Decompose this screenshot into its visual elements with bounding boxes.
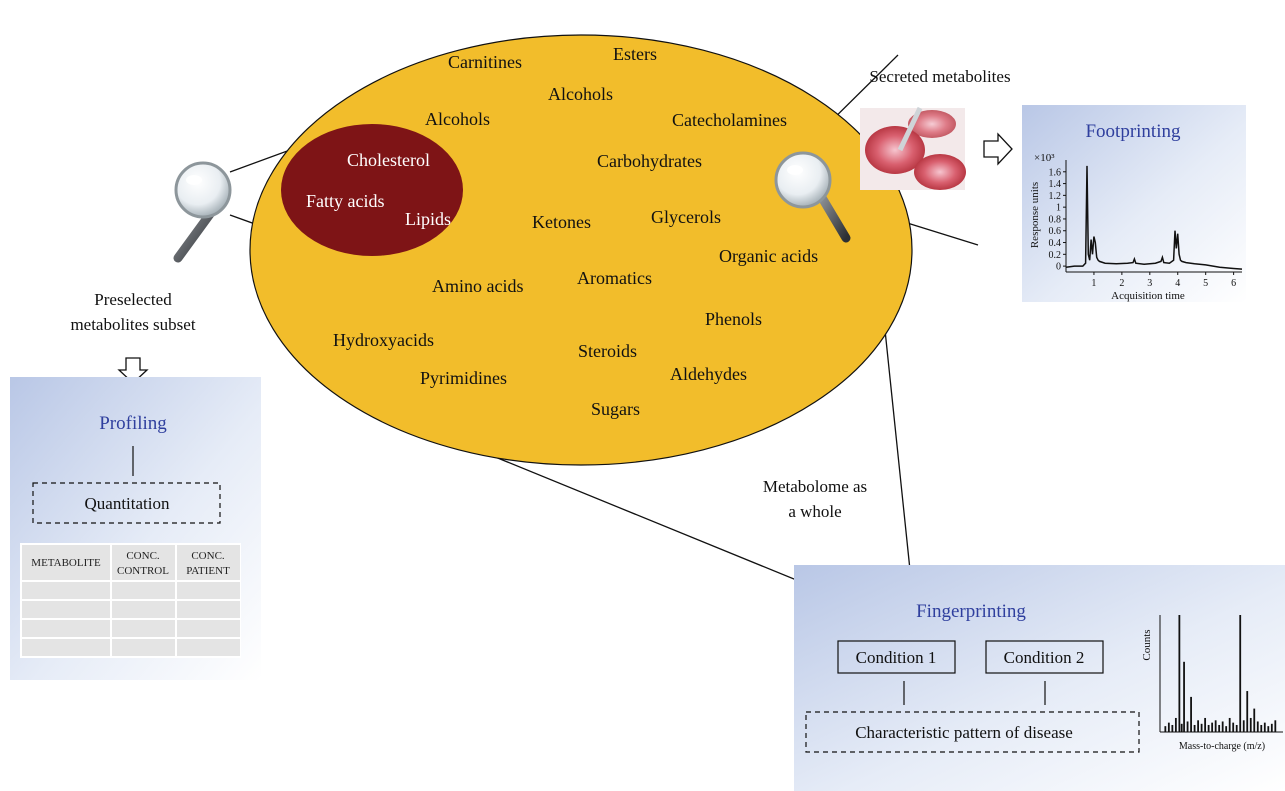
condition-2-box [985,640,1104,674]
free-labels: Secreted metabolites Preselected metabol… [70,67,1010,521]
quantitation-box [32,482,221,524]
y-tick-label: 1.4 [1049,179,1062,190]
table-cell [22,620,110,637]
table-cell [177,620,240,637]
class-label: Carbohydrates [597,151,702,171]
fingerprinting-title: Fingerprinting [916,601,1026,622]
y-tick-label: 0.6 [1049,226,1062,237]
magnifier-right-icon [774,151,851,243]
lipid-label: Fatty acids [306,191,385,211]
class-label: Esters [613,44,657,64]
class-label: Aldehydes [670,364,747,384]
table-cell [177,639,240,656]
condition-1-box [837,640,956,674]
whole-right-line [884,329,911,571]
y-tick-label: 0 [1056,262,1061,273]
preselected-label: metabolites subset [70,315,195,334]
y-multiplier-label: ×10³ [1034,152,1055,164]
lipid-subset-labels: Cholesterol Fatty acids Lipids [306,150,451,229]
class-label: Organic acids [719,246,818,266]
class-label: Amino acids [432,276,524,296]
fingerprint-chart: Counts Mass-to-charge (m/z) [1141,615,1283,752]
class-label: Carnitines [448,52,522,72]
x-tick-label: 5 [1203,278,1208,289]
class-label: Ketones [532,212,591,232]
y-tick-label: 1.6 [1049,167,1062,178]
footprinting-panel: Footprinting ×10³ Response units Acquisi… [1022,105,1246,302]
lipid-label: Lipids [405,209,451,229]
pattern-label: Characteristic pattern of disease [855,723,1073,742]
table-cell [177,582,240,599]
table-cell [112,582,175,599]
class-label: Steroids [578,341,637,361]
table-cell [177,601,240,618]
table-header: CONC. [126,550,160,562]
table-header: CONTROL [117,565,169,577]
metabolite-classes: Carnitines Esters Alcohols Alcohols Cate… [333,44,818,419]
y-tick-label: 0.4 [1049,238,1062,249]
footprinting-title: Footprinting [1085,121,1181,142]
profiling-table: METABOLITE CONC. CONTROL CONC. PATIENT [20,543,241,658]
class-label: Aromatics [577,268,652,288]
y-tick-label: 1 [1056,203,1061,214]
arrow-down-icon [117,357,149,384]
x-axis-label: Acquisition time [1111,290,1185,302]
class-label: Alcohols [548,84,613,104]
arrow-right-icon [983,132,1013,166]
y-axis-label: Counts [1141,629,1153,660]
table-cell [112,601,175,618]
lipid-subset-ellipse [281,124,463,256]
table-cell [22,601,110,618]
table-cell [22,582,110,599]
table-cell [112,639,175,656]
y-axis-label: Response units [1029,182,1041,248]
y-tick-label: 1.2 [1049,191,1062,202]
whole-label: Metabolome as [763,477,867,496]
quantitation-label: Quantitation [85,494,170,513]
series-line [1065,165,1243,270]
fingerprinting-panel: Fingerprinting Condition 1 Condition 2 C… [794,565,1285,791]
profiling-panel: Profiling Quantitation METABOLITE CONC. … [10,377,261,680]
table-header: METABOLITE [31,557,101,569]
table-cell [22,639,110,656]
y-tick-label: 0.2 [1049,250,1062,261]
table-rows [22,582,240,656]
whole-label: a whole [788,502,841,521]
x-tick-label: 2 [1119,278,1124,289]
x-axis-label: Mass-to-charge (m/z) [1179,741,1265,752]
footprint-chart: ×10³ Response units Acquisition time 1.6… [1029,152,1243,302]
x-tick-label: 3 [1147,278,1152,289]
class-label: Glycerols [651,207,721,227]
class-label: Pyrimidines [420,368,507,388]
condition-2-label: Condition 2 [1004,648,1085,667]
class-label: Phenols [705,309,762,329]
table-header: CONC. [191,550,225,562]
x-tick-label: 1 [1091,278,1096,289]
lipid-label: Cholesterol [347,150,430,170]
pattern-box [805,711,1140,753]
x-tick-label: 6 [1231,278,1236,289]
table-header: PATIENT [186,565,230,577]
class-label: Catecholamines [672,110,787,130]
preselected-label: Preselected [94,290,172,309]
cell-culture-dish-image [860,106,966,190]
y-tick-label: 0.8 [1049,214,1062,225]
profiling-title: Profiling [99,413,167,434]
class-label: Alcohols [425,109,490,129]
condition-1-label: Condition 1 [856,648,937,667]
table-cell [112,620,175,637]
x-tick-label: 4 [1175,278,1180,289]
class-label: Sugars [591,399,640,419]
secreted-label: Secreted metabolites [869,67,1010,86]
magnifier-left-icon [173,161,232,263]
class-label: Hydroxyacids [333,330,434,350]
